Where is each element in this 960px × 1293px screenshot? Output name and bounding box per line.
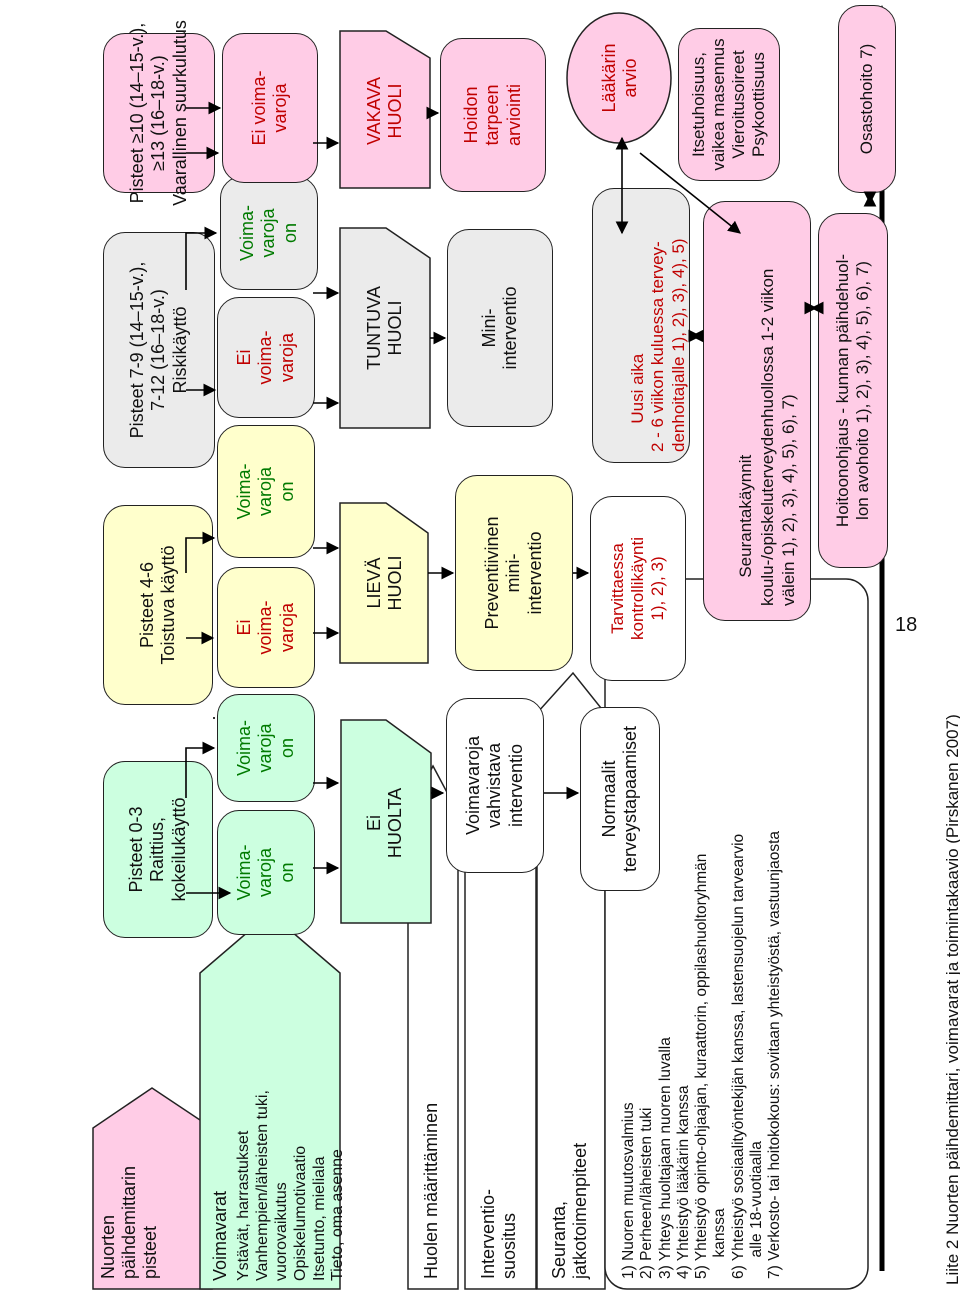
concern-mild-shape <box>339 502 429 664</box>
concern-severe-shape <box>339 30 431 189</box>
page-number: 18 <box>895 614 918 636</box>
concern-evident-shape <box>339 227 431 429</box>
concern-none-shape <box>340 719 432 924</box>
